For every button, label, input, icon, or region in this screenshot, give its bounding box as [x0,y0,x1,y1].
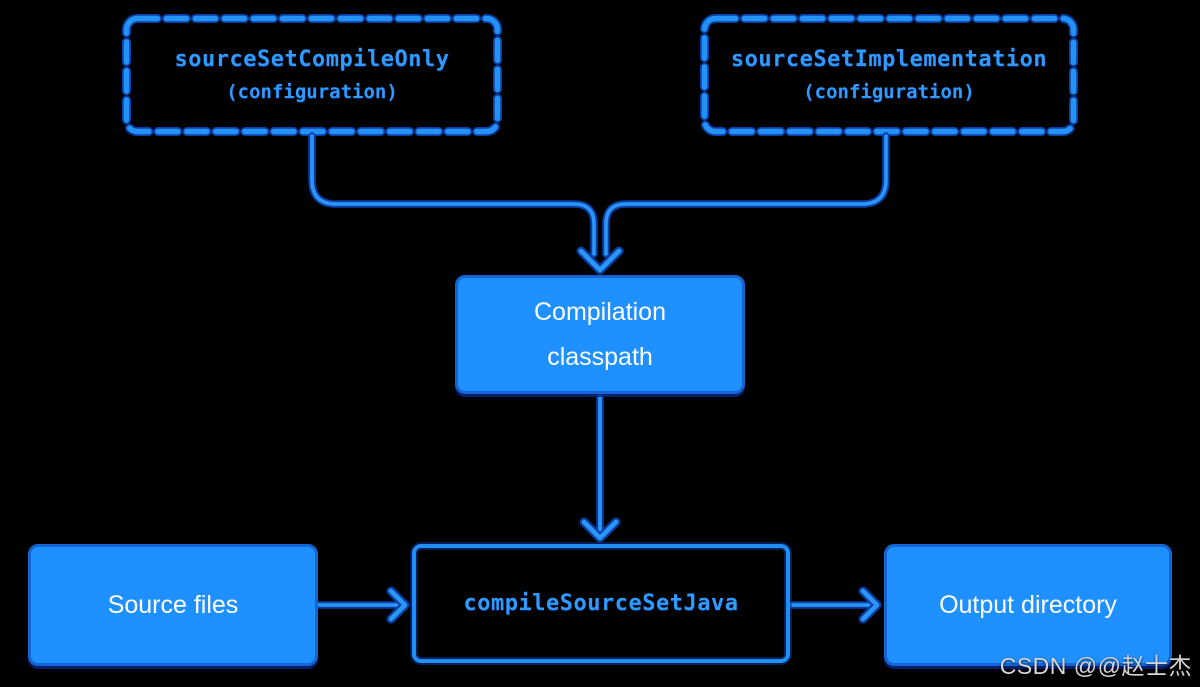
edge-compileonly-to-classpath [312,136,594,254]
edge-implementation-to-classpath [606,136,886,254]
node-compilation-classpath-line1: Compilation [533,298,666,326]
node-compilation-classpath-line2: classpath [547,342,653,371]
node-compilation-classpath: Compilation classpath [455,275,745,394]
node-compile-task-label: compileSourceSetJava [463,591,739,616]
node-sourceset-compileonly: sourceSetCompileOnly (configuration) [122,14,502,136]
csdn-watermark: CSDN @@赵士杰 [999,653,1192,679]
node-sourceset-implementation: sourceSetImplementation (configuration) [700,14,1078,136]
node-sourceset-implementation-title: sourceSetImplementation [730,47,1048,72]
arrowhead-down-merge-icon [581,251,619,270]
node-compile-task: compileSourceSetJava [412,544,790,663]
node-source-files-label: Source files [107,590,239,619]
node-sourceset-compileonly-title: sourceSetCompileOnly [174,47,450,72]
node-output-directory-label: Output directory [939,590,1117,619]
node-source-files: Source files [28,544,318,666]
node-sourceset-compileonly-subtitle: (configuration) [226,81,398,103]
node-output-directory: Output directory [884,544,1172,666]
node-sourceset-implementation-subtitle: (configuration) [803,81,975,103]
